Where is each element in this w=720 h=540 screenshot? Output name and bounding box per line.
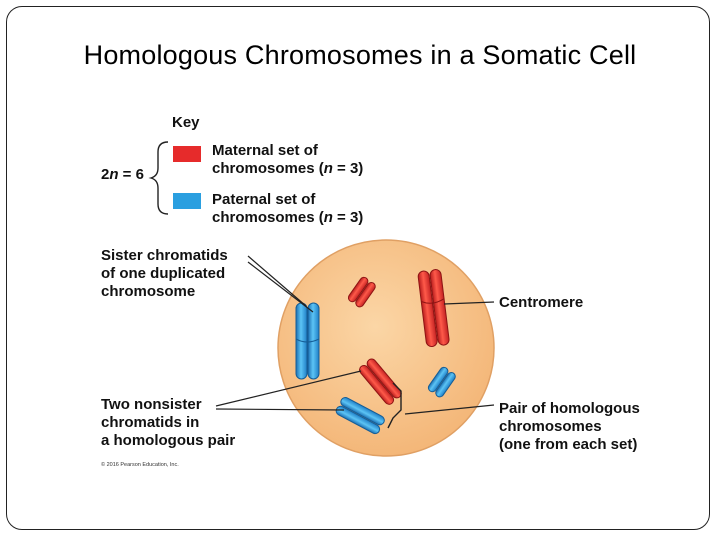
callout-lines [215,255,495,415]
paternal-set-label: Paternal set of chromosomes (n = 3) [212,191,364,226]
key-brace [148,141,169,215]
paternal-duplicated-chromosome-long [295,302,320,380]
slide-title: Homologous Chromosomes in a Somatic Cell [83,40,637,70]
centromere-label: Centromere [499,294,584,311]
nonsister-chromatids-label: Two nonsister chromatids in a homologous… [101,396,236,449]
paternal-color-swatch [173,193,201,209]
maternal-color-swatch [173,146,201,162]
key-heading: Key [172,114,200,131]
maternal-set-label: Maternal set of chromosomes (n = 3) [212,142,364,177]
sister-chromatids-label: Sister chromatids of one duplicated chro… [101,247,228,300]
paternal-duplicated-chromosome-small [427,366,456,398]
copyright-notice: © 2016 Pearson Education, Inc. [101,462,179,468]
homologous-pair-label: Pair of homologous chromosomes (one from… [499,400,640,453]
maternal-duplicated-chromosome-small [347,276,376,308]
maternal-duplicated-chromosome-long [417,269,450,348]
homologous-pair-bracket [387,382,402,429]
paternal-duplicated-chromosome-medium [335,396,385,435]
maternal-duplicated-chromosome-medium [359,358,402,405]
diploid-number-label: 2n = 6 [101,166,144,183]
